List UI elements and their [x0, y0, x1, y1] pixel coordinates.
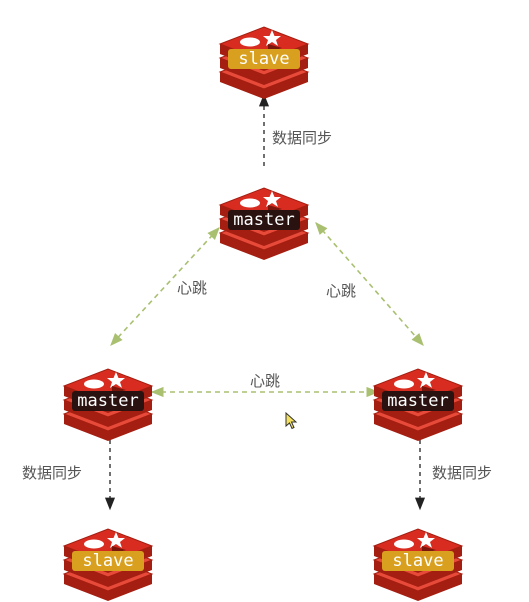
node-label: master	[233, 210, 294, 230]
redis-logo-icon	[218, 26, 310, 99]
redis-logo-icon	[372, 368, 464, 441]
node-right-master: master	[372, 368, 464, 441]
node-label: slave	[238, 49, 289, 69]
heartbeat-edge-right	[315, 222, 424, 346]
sync-label-top: 数据同步	[272, 129, 332, 147]
node-top-master: master	[218, 187, 310, 260]
node-top-slave: slave	[218, 26, 310, 99]
heartbeat-label-left: 心跳	[177, 279, 207, 297]
redis-logo-icon	[372, 528, 464, 601]
node-label: master	[77, 391, 138, 411]
redis-logo-icon	[218, 187, 310, 260]
redis-logo-icon	[62, 528, 154, 601]
redis-logo-icon	[62, 368, 154, 441]
sync-label-right: 数据同步	[432, 464, 492, 482]
mouse-pointer-icon	[285, 411, 298, 430]
heartbeat-label-bottom: 心跳	[250, 372, 280, 390]
heartbeat-label-right: 心跳	[326, 282, 356, 300]
sync-label-left: 数据同步	[22, 464, 82, 482]
node-left-master: master	[62, 368, 154, 441]
node-label: master	[387, 391, 448, 411]
node-right-slave: slave	[372, 528, 464, 601]
node-label: slave	[82, 551, 133, 571]
node-label: slave	[392, 551, 443, 571]
node-left-slave: slave	[62, 528, 154, 601]
